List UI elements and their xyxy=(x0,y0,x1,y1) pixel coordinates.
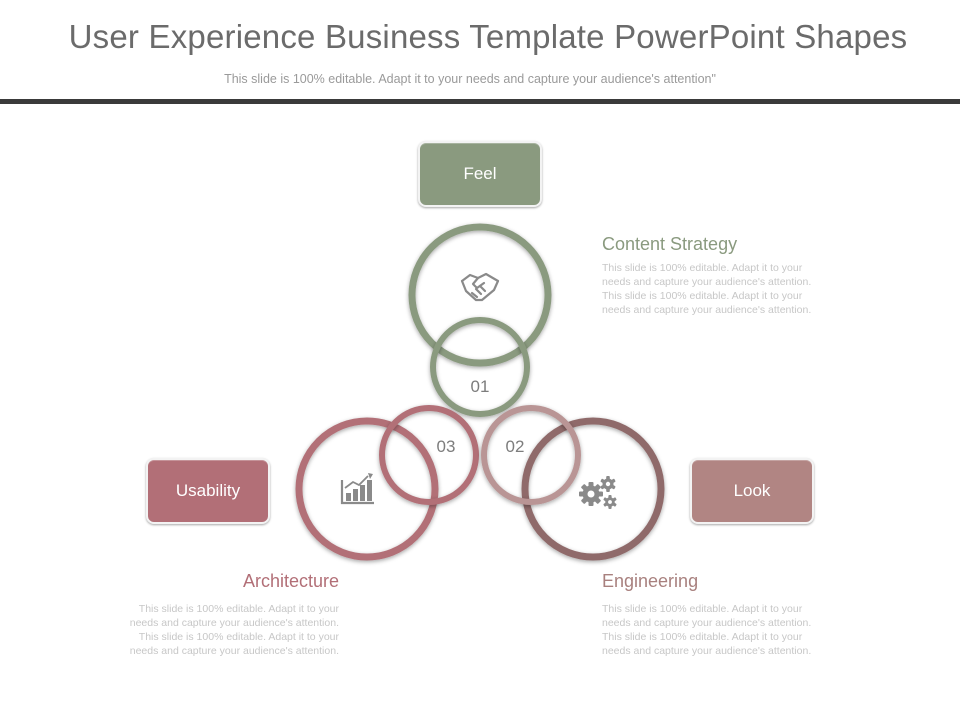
ring-right-large xyxy=(521,417,665,561)
number-01: 01 xyxy=(471,377,490,396)
ring-top-large xyxy=(408,223,552,367)
bar-chart-icon xyxy=(340,473,374,505)
architecture-text: This slide is 100% editable. Adapt it to… xyxy=(129,603,339,657)
ring-left-small xyxy=(379,405,479,505)
gears-icon xyxy=(579,476,617,509)
ring-top-small xyxy=(430,317,530,417)
header-divider xyxy=(0,99,960,104)
handshake-icon xyxy=(460,272,500,302)
usability-box: Usability xyxy=(146,458,270,524)
number-02: 02 xyxy=(506,437,525,456)
engineering-text: This slide is 100% editable. Adapt it to… xyxy=(602,603,812,657)
engineering-heading: Engineering xyxy=(602,571,699,591)
page-title: User Experience Business Template PowerP… xyxy=(68,18,908,55)
number-03: 03 xyxy=(437,437,456,456)
look-box: Look xyxy=(690,458,814,524)
ring-left-large xyxy=(295,417,439,561)
content-strategy-text: This slide is 100% editable. Adapt it to… xyxy=(602,262,812,316)
ring-right-small xyxy=(481,405,581,505)
architecture-heading: Architecture xyxy=(242,571,339,591)
content-strategy-heading: Content Strategy xyxy=(602,234,738,254)
page-subtitle: This slide is 100% editable. Adapt it to… xyxy=(224,72,716,86)
feel-box: Feel xyxy=(418,141,542,207)
